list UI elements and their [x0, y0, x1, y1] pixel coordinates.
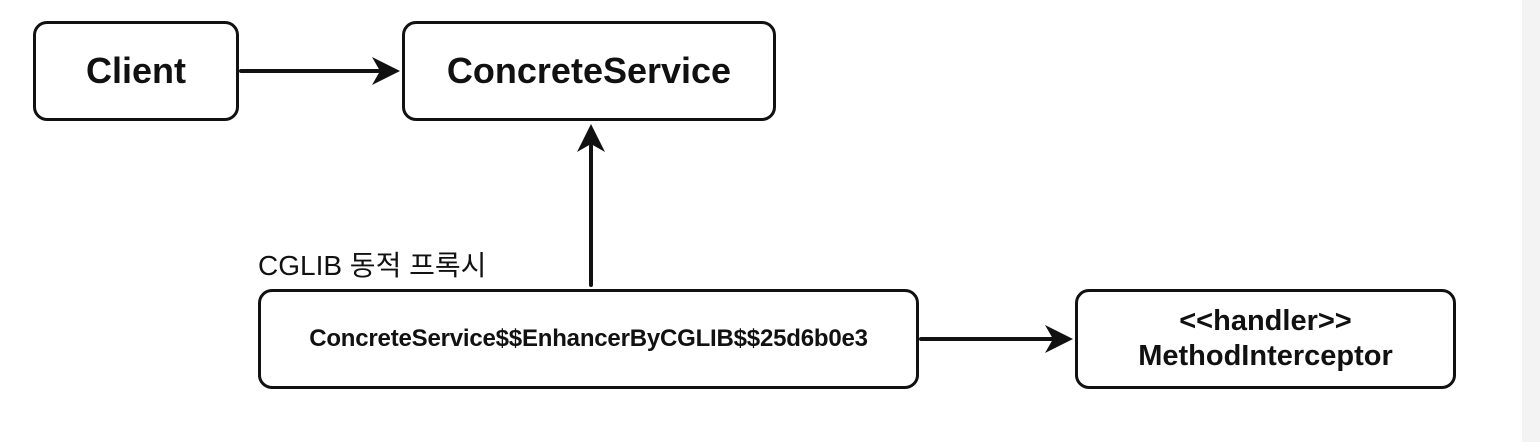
client-label: Client — [85, 50, 186, 91]
arrow-proxy-to-concreteservice — [577, 124, 605, 287]
concrete-service-box: ConcreteService — [402, 21, 776, 121]
method-interceptor-box: <<handler>> MethodInterceptor — [1075, 289, 1456, 389]
cglib-proxy-label: ConcreteService$$EnhancerByCGLIB$$25d6b0… — [309, 325, 868, 352]
proxy-caption: CGLIB 동적 프록시 — [258, 250, 487, 281]
client-box: Client — [33, 21, 239, 121]
arrow-client-to-concreteservice — [239, 57, 400, 85]
arrow-proxy-to-handler — [919, 325, 1073, 353]
handler-stereotype: <<handler>> — [1179, 305, 1352, 338]
concrete-service-label: ConcreteService — [446, 50, 732, 91]
cglib-proxy-box: ConcreteService$$EnhancerByCGLIB$$25d6b0… — [258, 289, 919, 389]
method-interceptor-label: MethodInterceptor — [1138, 340, 1393, 372]
page-edge-strip — [1522, 0, 1540, 442]
